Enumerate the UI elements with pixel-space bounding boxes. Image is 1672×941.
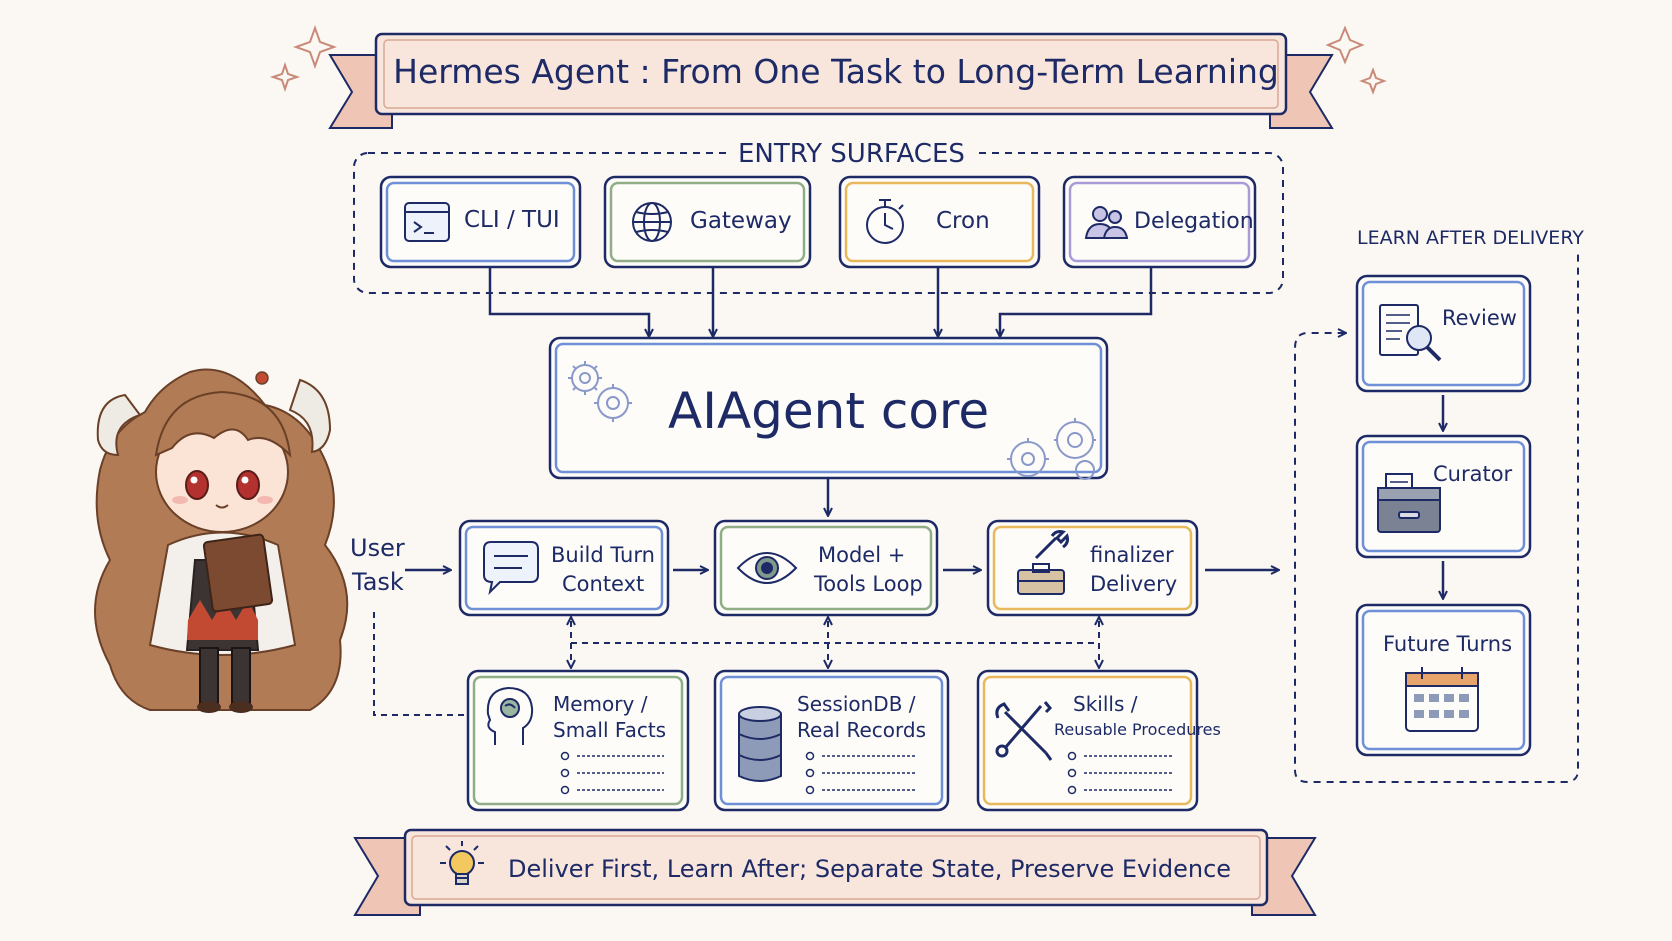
entry-surfaces-frame: [353, 152, 1284, 294]
file-box-icon: [1377, 473, 1441, 533]
model-tools-loop-line2: Tools Loop: [814, 572, 923, 596]
globe-icon: [632, 202, 672, 242]
skills-line2: Reusable Procedures: [1054, 720, 1221, 739]
user-task-line1: User: [350, 534, 405, 562]
tools-icon: [995, 701, 1053, 761]
learn-after-delivery-label: LEARN AFTER DELIVERY: [1357, 227, 1590, 249]
memory-line1: Memory /: [553, 692, 648, 716]
build-turn-context-line1: Build Turn: [551, 543, 655, 567]
finalizer-delivery-line2: Delivery: [1090, 572, 1178, 596]
page-title: Hermes Agent : From One Task to Long-Ter…: [393, 52, 1279, 91]
finalizer-delivery-line1: finalizer: [1090, 543, 1174, 567]
sessiondb-line1: SessionDB /: [797, 692, 916, 716]
stopwatch-icon: [866, 199, 904, 244]
core-label: AIAgent core: [668, 382, 990, 440]
entry-delegation-label[interactable]: Delegation: [1134, 209, 1254, 234]
entry-surfaces-label: ENTRY SURFACES: [730, 139, 973, 169]
core-box: [548, 336, 1109, 480]
database-icon: [738, 706, 782, 782]
entry-to-core-arrows: [488, 267, 1153, 336]
footer-motto: Deliver First, Learn After; Separate Sta…: [508, 855, 1232, 883]
review-label: Review: [1442, 306, 1517, 330]
memory-line2: Small Facts: [553, 718, 667, 742]
footer-ribbon: [353, 828, 1317, 916]
sessiondb-line2: Real Records: [797, 718, 926, 742]
chat-bubble-icon: [483, 541, 539, 596]
calendar-icon: [1405, 667, 1479, 732]
entry-cron-label[interactable]: Cron: [936, 208, 990, 234]
title-ribbon: [328, 32, 1334, 129]
mascot-character: [94, 368, 349, 713]
sparkle-icon: [269, 25, 1387, 95]
users-icon: [1084, 206, 1129, 239]
gears-icon: [568, 361, 1096, 480]
document-magnifier-icon: [1379, 304, 1442, 362]
future-turns-label: Future Turns: [1383, 632, 1513, 656]
head-brain-icon: [486, 686, 534, 745]
store-bullet-lines: [560, 751, 1172, 795]
model-tools-loop-line1: Model +: [818, 543, 906, 567]
curator-label: Curator: [1433, 462, 1513, 486]
terminal-icon: [404, 202, 450, 242]
entry-gateway-label[interactable]: Gateway: [690, 208, 792, 234]
wrench-toolbox-icon: [1017, 530, 1069, 595]
user-task-line2: Task: [352, 568, 404, 596]
build-turn-context-line2: Context: [562, 572, 645, 596]
skills-line1: Skills /: [1073, 692, 1138, 716]
eye-icon: [736, 552, 798, 584]
state-connectors: [373, 612, 1099, 716]
pipeline-box-shapes: [458, 519, 1199, 617]
lightbulb-icon: [440, 841, 484, 885]
entry-cli-tui-label[interactable]: CLI / TUI: [464, 207, 560, 233]
